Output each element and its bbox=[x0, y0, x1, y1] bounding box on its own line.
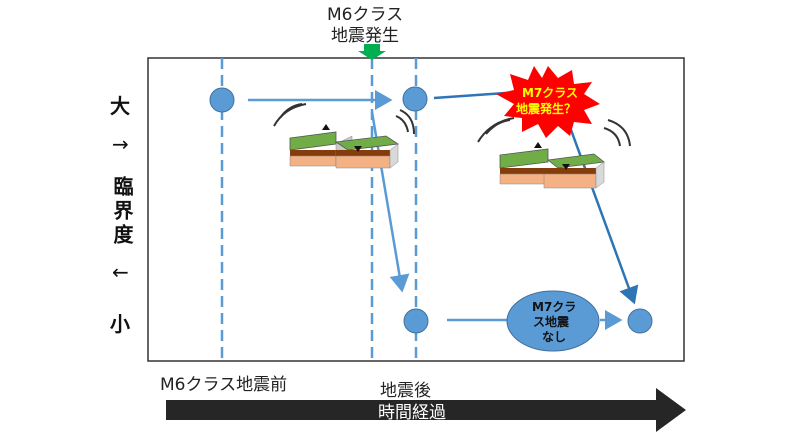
no-m7-line2: ス地震 bbox=[533, 315, 570, 329]
arrow-m7-to-low bbox=[561, 107, 639, 305]
time-arrow-label: 時間経過 bbox=[378, 403, 446, 423]
node-after-high bbox=[402, 86, 428, 112]
top-event-line2: 地震発生 bbox=[331, 26, 399, 46]
y-axis-label: 臨界度 bbox=[110, 176, 134, 248]
node-before-high bbox=[209, 87, 235, 113]
no-m7-bubble bbox=[506, 290, 600, 352]
node-after-low bbox=[403, 308, 429, 334]
event-down-marker bbox=[358, 44, 386, 60]
fault-block-icon bbox=[477, 117, 631, 189]
y-axis-large: 大 bbox=[110, 94, 130, 118]
m7-burst-line2: 地震発生？ bbox=[516, 102, 577, 116]
after-label: 地震後 bbox=[380, 381, 431, 401]
y-axis-arrow-up: → bbox=[112, 132, 129, 156]
y-axis-small: 小 bbox=[110, 312, 130, 336]
node-final-low bbox=[627, 308, 653, 334]
m7-burst-shape bbox=[496, 66, 600, 138]
y-axis-arrow-down: ← bbox=[112, 260, 129, 284]
no-m7-line1: M7クラ bbox=[532, 300, 577, 314]
m7-burst-line1: M7クラス bbox=[522, 86, 579, 100]
time-arrow bbox=[166, 388, 686, 432]
no-m7-line3: なし bbox=[542, 330, 567, 344]
top-event-line1: M6クラス bbox=[327, 5, 404, 25]
fault-block-icon bbox=[273, 103, 415, 169]
before-label: M6クラス地震前 bbox=[160, 375, 288, 395]
